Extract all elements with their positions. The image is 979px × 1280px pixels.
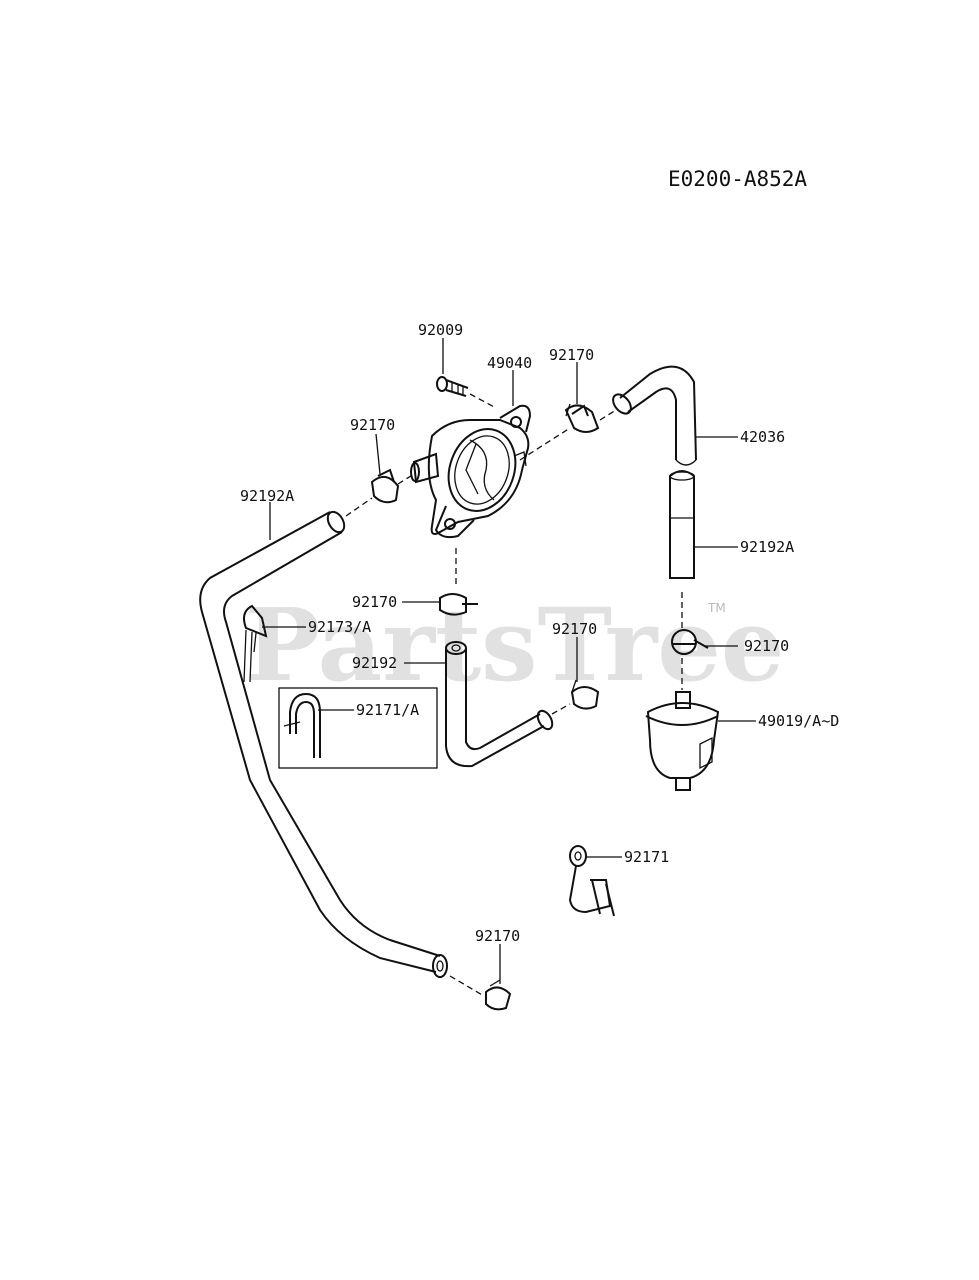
hose-42036[interactable] — [599, 365, 697, 466]
clamp-92170-right[interactable] — [671, 592, 709, 690]
clamp-92170-top[interactable] — [519, 403, 600, 461]
label-92170-right: 92170 — [744, 637, 789, 655]
label-92192A-right: 92192A — [740, 538, 794, 556]
clamp-92170-bottom[interactable] — [449, 975, 512, 1011]
fuel-filter-49019[interactable] — [645, 691, 720, 791]
label-42036: 42036 — [740, 428, 785, 446]
label-92192A-left: 92192A — [240, 487, 294, 505]
label-92170-left: 92170 — [350, 416, 395, 434]
fuel-pump-49040[interactable] — [410, 404, 532, 539]
hose-92192[interactable] — [445, 641, 555, 768]
label-49019: 49019/A~D — [758, 712, 839, 730]
label-92192: 92192 — [352, 654, 397, 672]
diagram-code: E0200-A852A — [668, 167, 807, 191]
screw-92009[interactable] — [436, 376, 497, 409]
label-49040: 49040 — [487, 354, 532, 372]
label-92009: 92009 — [418, 321, 463, 339]
label-92170-top: 92170 — [549, 346, 594, 364]
clip-92173A[interactable] — [243, 604, 268, 683]
clamp-92170-left[interactable] — [345, 468, 415, 517]
label-92170-mid: 92170 — [352, 593, 397, 611]
leader-lines — [262, 338, 756, 984]
label-92171: 92171 — [624, 848, 669, 866]
inset-box-92171A[interactable] — [278, 687, 438, 769]
clip-92171[interactable] — [568, 845, 615, 917]
hose-92192A-right[interactable] — [669, 470, 695, 579]
label-92171A: 92171/A — [356, 701, 419, 719]
clamp-92170-mid[interactable] — [439, 548, 478, 616]
label-92170-bottom: 92170 — [475, 927, 520, 945]
watermark-tm: TM — [707, 601, 726, 615]
label-92170-center: 92170 — [552, 620, 597, 638]
clamp-92170-center[interactable] — [551, 679, 600, 715]
label-92173A: 92173/A — [308, 618, 371, 636]
hose-92192A-left[interactable] — [199, 509, 448, 978]
